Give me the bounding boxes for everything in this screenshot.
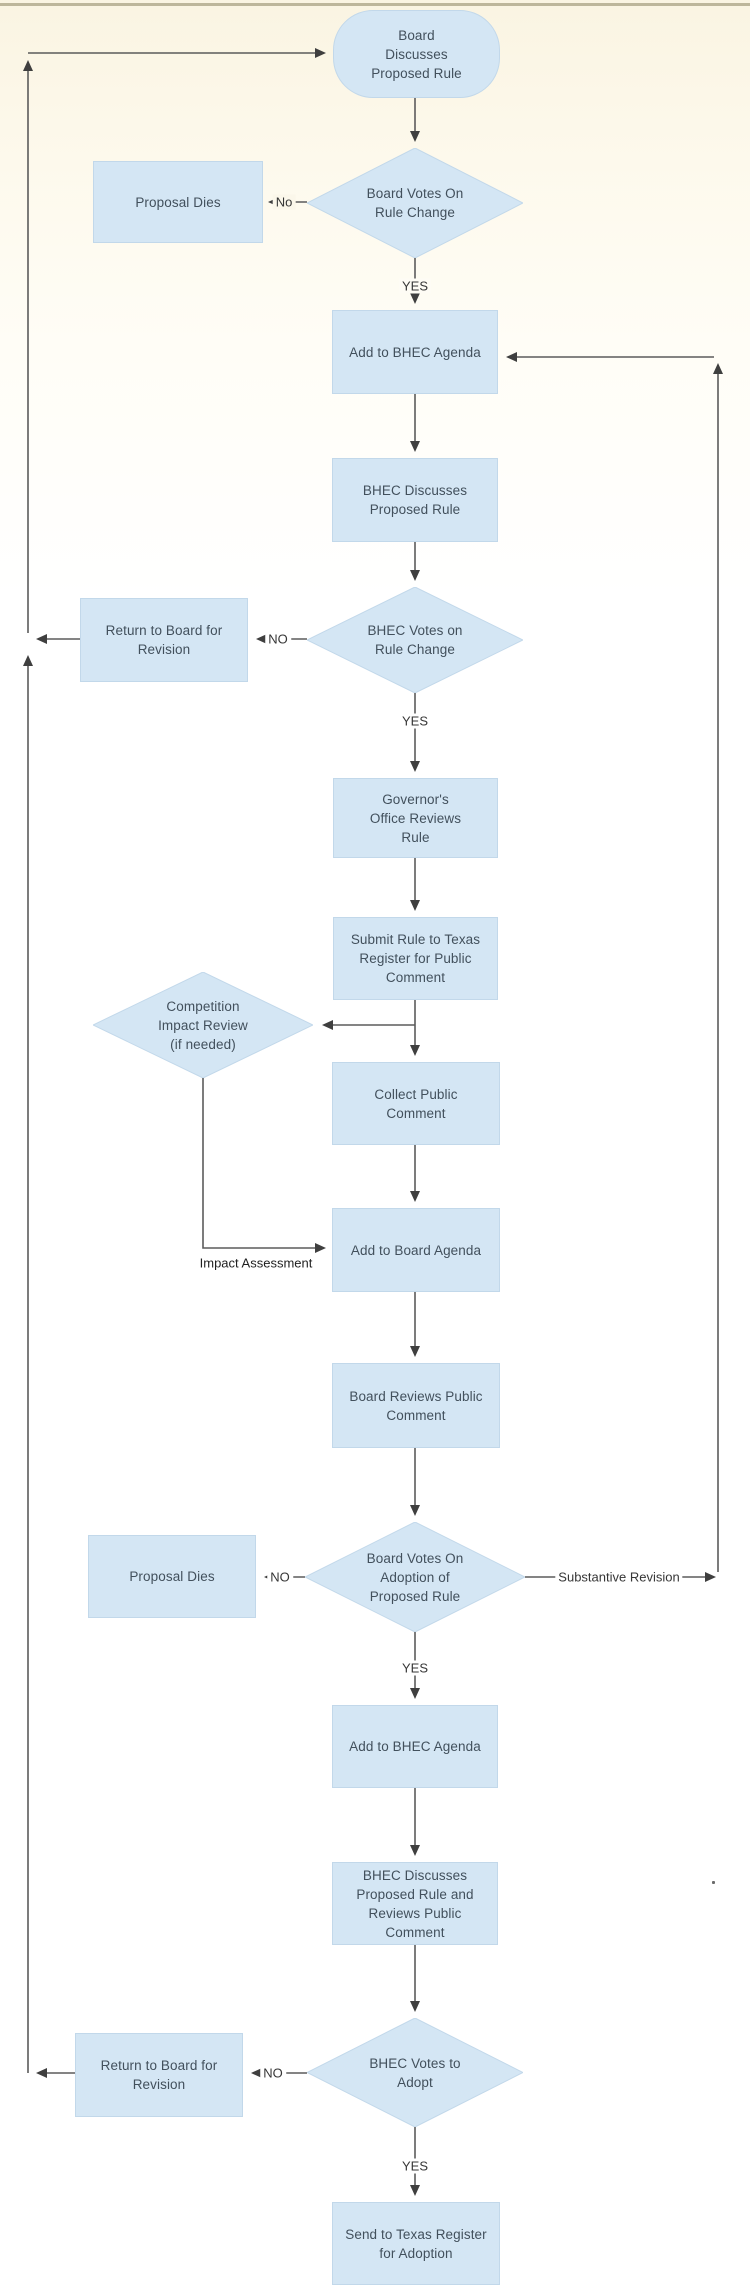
stray-dot: [712, 1881, 715, 1884]
node-label: Governor's Office Reviews Rule: [369, 791, 462, 845]
node-add-to-bhec-agenda-1: Add to BHEC Agenda: [332, 310, 498, 394]
node-label: Return to Board for Revision: [100, 2058, 218, 2092]
edge-label-yes-1: YES: [398, 278, 432, 294]
node-label: Return to Board for Revision: [105, 623, 223, 657]
node-label: BHEC Votes on Rule Change: [367, 623, 463, 657]
diamond-shape: [307, 587, 523, 693]
node-label: Competition Impact Review (if needed): [158, 998, 248, 1052]
node-label: Proposal Dies: [135, 194, 221, 210]
decision-bhec-votes-on-rule-change: BHEC Votes on Rule Change: [307, 587, 523, 693]
node-proposal-dies-2: Proposal Dies: [88, 1535, 256, 1618]
node-bhec-discusses-proposed-rule: BHEC Discusses Proposed Rule: [332, 458, 498, 542]
edge-label-no-4: NO: [260, 2065, 286, 2081]
node-label: BHEC Discusses Proposed Rule: [362, 483, 468, 517]
decision-bhec-votes-to-adopt: BHEC Votes to Adopt: [307, 2018, 523, 2127]
node-governors-office-reviews-rule: Governor's Office Reviews Rule: [333, 778, 498, 858]
edge-label-no-2: NO: [265, 631, 291, 647]
edge-label-substantive-revision: Substantive Revision: [555, 1569, 683, 1585]
node-bhec-discusses-and-reviews: BHEC Discusses Proposed Rule and Reviews…: [332, 1862, 498, 1945]
edge-label-yes-4: YES: [398, 2158, 432, 2174]
node-label: Board Reviews Public Comment: [349, 1388, 483, 1423]
node-send-to-texas-register: Send to Texas Register for Adoption: [332, 2202, 500, 2285]
node-label: Submit Rule to Texas Register for Public…: [350, 932, 481, 985]
edge-label-no-1: No: [272, 194, 296, 210]
node-collect-public-comment: Collect Public Comment: [332, 1062, 500, 1145]
decision-competition-impact-review: Competition Impact Review (if needed): [93, 972, 313, 1078]
node-label: Board Votes On Rule Change: [366, 186, 464, 220]
node-label: Proposal Dies: [129, 1569, 215, 1584]
node-return-to-board-for-revision-1: Return to Board for Revision: [80, 598, 248, 682]
node-label: Add to Board Agenda: [350, 1242, 482, 1258]
node-add-to-board-agenda: Add to Board Agenda: [332, 1208, 500, 1292]
edge-label-yes-3: YES: [398, 1660, 432, 1676]
node-label: Add to BHEC Agenda: [349, 1739, 481, 1754]
decision-board-votes-on-rule-change: Board Votes On Rule Change: [307, 148, 523, 258]
node-label: BHEC Discusses Proposed Rule and Reviews…: [356, 1867, 474, 1940]
node-label: Add to BHEC Agenda: [349, 344, 481, 360]
node-submit-rule-to-texas-register: Submit Rule to Texas Register for Public…: [333, 917, 498, 1000]
node-label: Board Discusses Proposed Rule: [371, 27, 462, 81]
node-add-to-bhec-agenda-2: Add to BHEC Agenda: [332, 1705, 498, 1788]
node-label: Send to Texas Register for Adoption: [345, 2226, 487, 2261]
diamond-shape: [93, 972, 313, 1078]
edge-label-yes-2: YES: [398, 713, 432, 729]
node-return-to-board-for-revision-2: Return to Board for Revision: [75, 2033, 243, 2117]
node-board-reviews-public-comment: Board Reviews Public Comment: [332, 1363, 500, 1448]
node-proposal-dies-1: Proposal Dies: [93, 161, 263, 243]
top-border-rule: [0, 3, 750, 6]
node-board-discusses-proposed-rule: Board Discusses Proposed Rule: [333, 10, 500, 98]
diamond-shape: [305, 1522, 525, 1632]
node-label: Board Votes On Adoption of Proposed Rule: [366, 1550, 464, 1604]
node-label: Collect Public Comment: [374, 1086, 458, 1121]
edge-label-impact-assessment: Impact Assessment: [196, 1255, 316, 1271]
diamond-shape: [307, 2018, 523, 2127]
node-label: BHEC Votes to Adopt: [369, 2055, 461, 2090]
edge-label-no-3: NO: [267, 1569, 293, 1585]
decision-board-votes-on-adoption: Board Votes On Adoption of Proposed Rule: [305, 1522, 525, 1632]
edge-impact-review-to-board-agenda: [202, 1078, 326, 1253]
diamond-shape: [307, 148, 523, 258]
